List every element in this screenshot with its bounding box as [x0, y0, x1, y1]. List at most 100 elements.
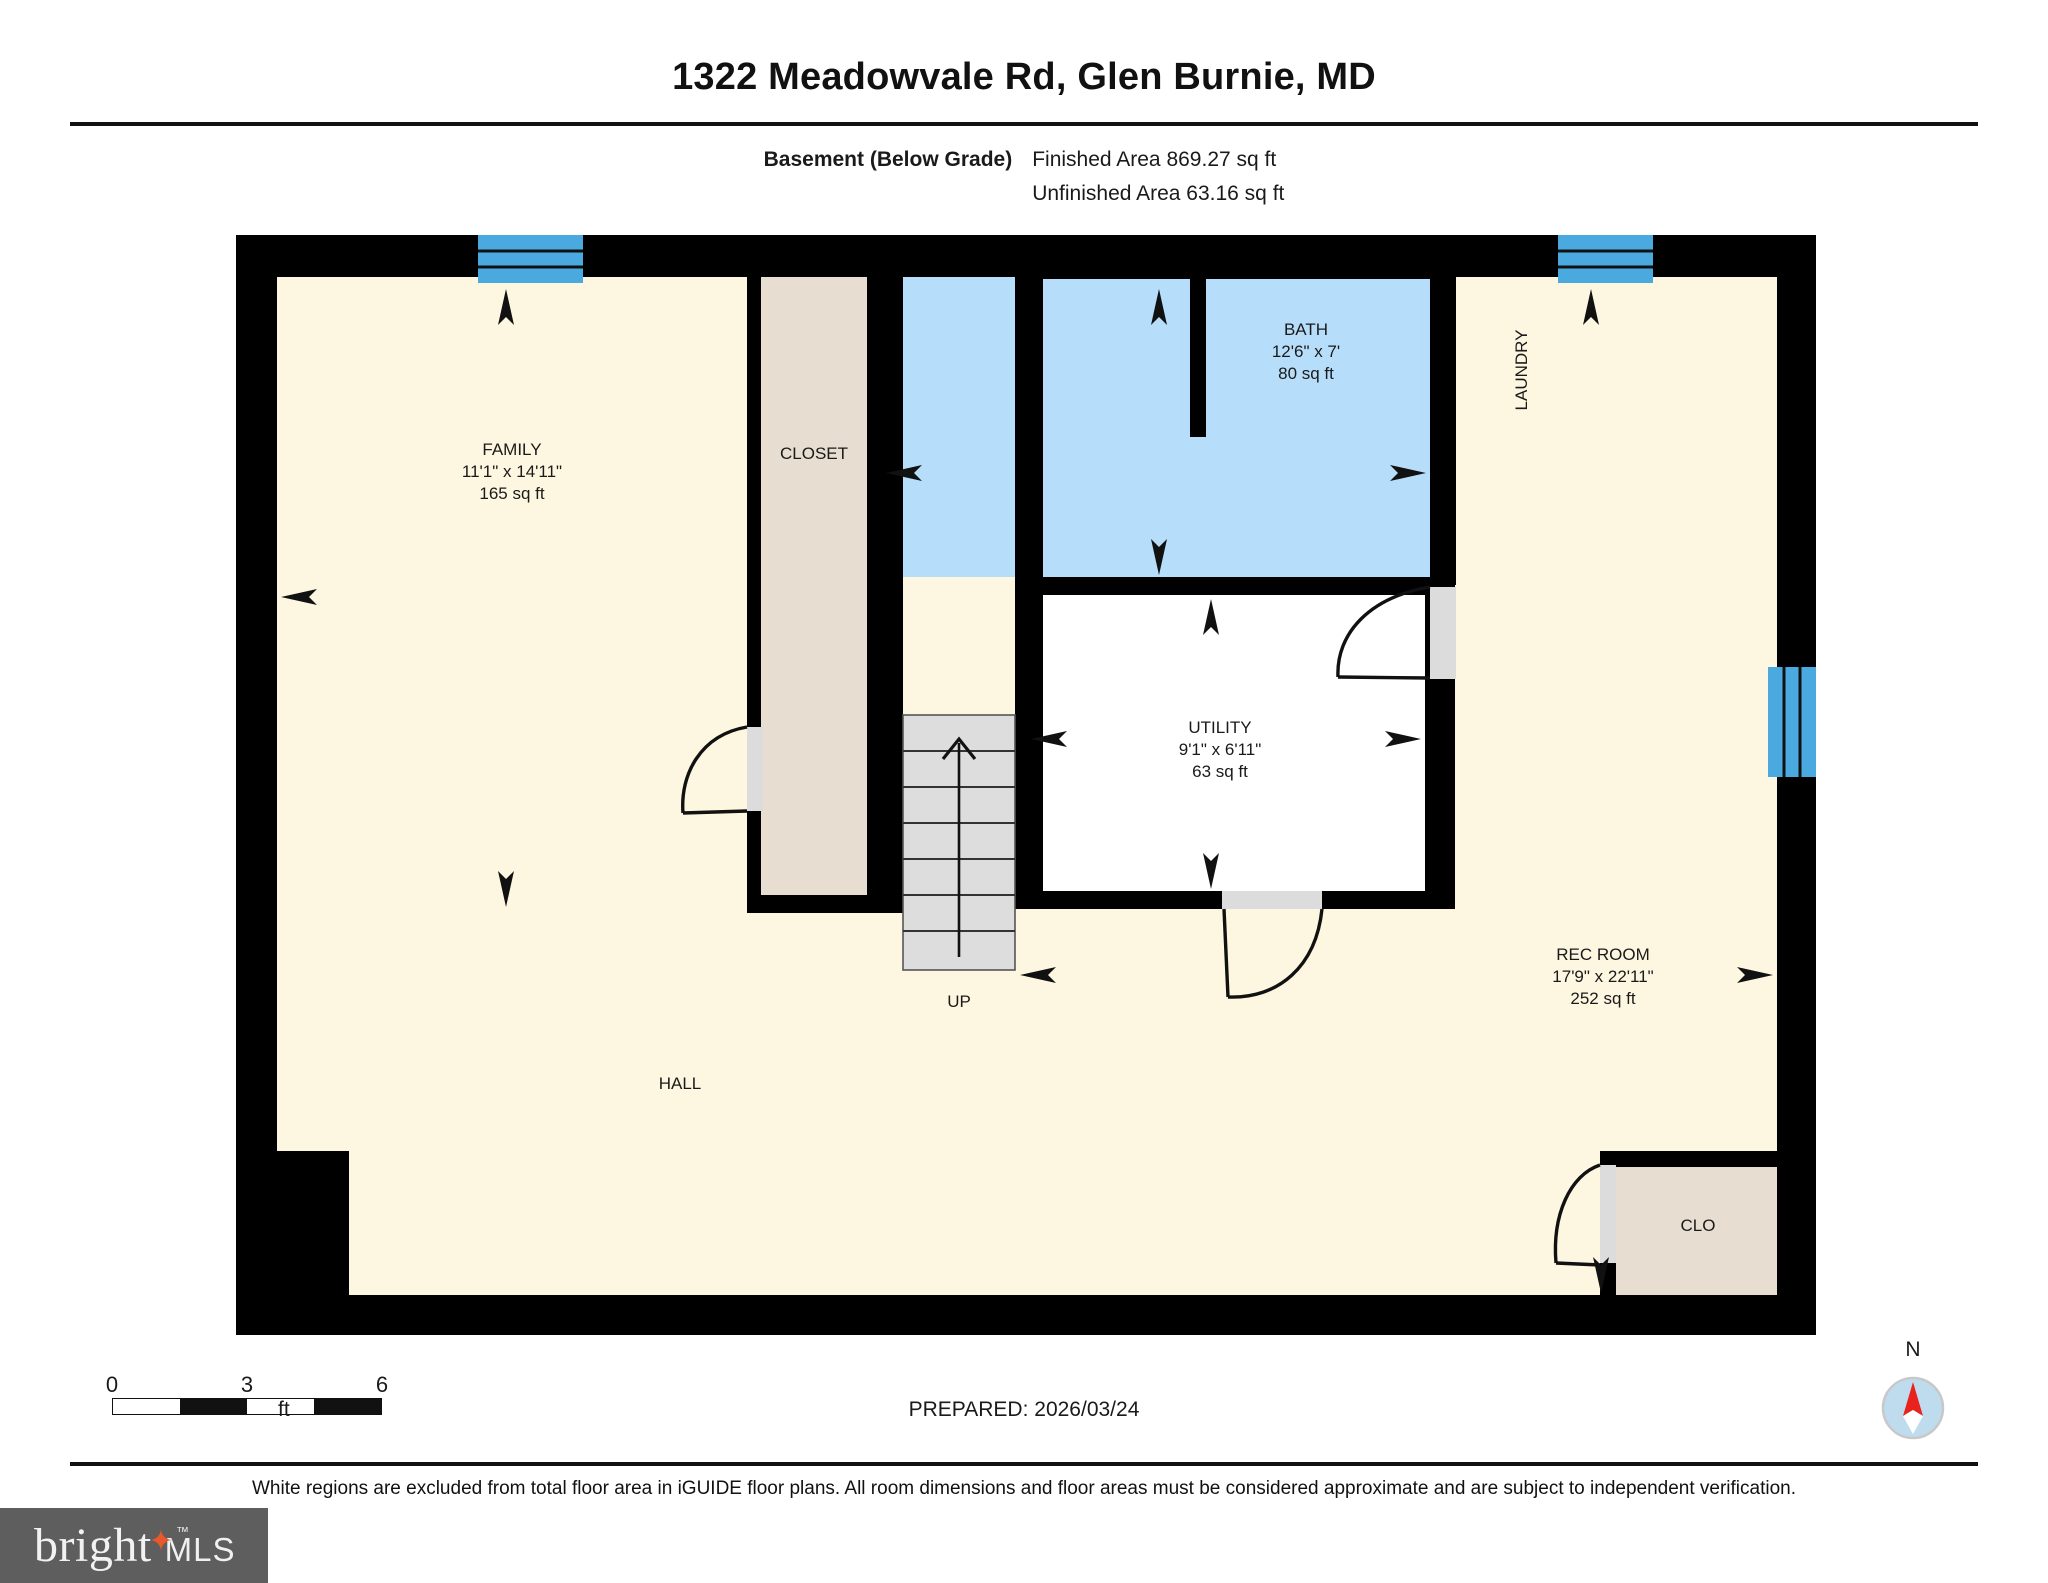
arrow-family-down [498, 871, 514, 907]
wall-bath-topnotch [1027, 245, 1432, 279]
door-clo-leaf [1555, 1261, 1601, 1267]
room-fill-lower-main [347, 909, 1777, 1295]
window-top-right [1558, 235, 1653, 283]
logo-suffix-text: MLS [164, 1530, 236, 1568]
svg-text:80 sq ft: 80 sq ft [1278, 364, 1334, 383]
scale-segment [314, 1399, 381, 1414]
window-top-left [478, 235, 583, 283]
scale-segment [113, 1399, 180, 1414]
room-fill-utility [1040, 593, 1430, 905]
page-title: 1322 Meadowvale Rd, Glen Burnie, MD [672, 56, 1376, 98]
room-label-hall: HALL [659, 1074, 702, 1093]
wall-bath-right [1430, 245, 1456, 585]
arrow-bath-up [1151, 289, 1167, 325]
svg-text:CLOSET: CLOSET [780, 444, 848, 463]
unfinished-area-text: Unfinished Area 63.16 sq ft [1032, 182, 1285, 205]
svg-text:11'1" x 14'11": 11'1" x 14'11" [462, 462, 562, 481]
arrow-bath-left [886, 465, 922, 481]
stair-up-label: UP [947, 992, 971, 1011]
door-clo-swing [1553, 1163, 1601, 1264]
svg-text:HALL: HALL [659, 1074, 702, 1093]
stair-up-arrow [941, 736, 977, 760]
door-utility-swing [1227, 908, 1324, 999]
room-label-family: FAMILY 11'1" x 14'11" 165 sq ft [462, 440, 562, 503]
scale-tick-6: 6 [375, 1372, 389, 1397]
door-bath-opening [1430, 587, 1456, 679]
arrow-laundry-up [1583, 289, 1599, 325]
room-label-closet: CLOSET [780, 444, 848, 463]
compass-icon [1881, 1376, 1945, 1440]
room-label-bath: BATH 12'6" x 7' 80 sq ft [1272, 320, 1340, 383]
scale-tick-0: 0 [105, 1372, 119, 1397]
wall-lower-left-notch-v [277, 1151, 349, 1297]
svg-text:CLO: CLO [1681, 1216, 1716, 1235]
svg-text:63 sq ft: 63 sq ft [1192, 762, 1248, 781]
arrow-rec-left [1020, 967, 1056, 983]
room-fill-bath-ext [900, 277, 1430, 577]
room-label-utility: UTILITY 9'1" x 6'11" 63 sq ft [1179, 718, 1262, 781]
svg-text:9'1" x 6'11": 9'1" x 6'11" [1179, 740, 1262, 759]
room-fill-laundry [1455, 277, 1777, 909]
room-fill-family [277, 277, 747, 909]
header-divider [70, 122, 1978, 126]
door-closet-swing [681, 725, 748, 814]
room-fill-clo [1614, 1165, 1777, 1295]
room-label-recroom: REC ROOM 17'9" x 22'11" 252 sq ft [1552, 945, 1653, 1008]
door-bath-leaf [1337, 675, 1431, 680]
scale-unit-label: ft [278, 1398, 290, 1421]
bath-stub-wall [1190, 277, 1206, 437]
svg-text:12'6" x 7': 12'6" x 7' [1272, 342, 1340, 361]
door-bath-swing [1336, 585, 1431, 678]
extent-arrows [281, 289, 1773, 1293]
arrow-utility-up [1203, 599, 1219, 635]
wall-closet-right [867, 277, 903, 909]
svg-text:UTILITY: UTILITY [1188, 718, 1251, 737]
svg-text:FAMILY: FAMILY [482, 440, 541, 459]
arrow-family-up [498, 289, 514, 325]
wall-family-closet [747, 277, 761, 909]
room-label-laundry: LAUNDRY [1512, 330, 1531, 411]
window-right-side [1768, 667, 1816, 777]
room-fill-closet [755, 277, 873, 909]
wall-bath-bottom [1027, 577, 1443, 595]
compass-north-label: N [1905, 1338, 1921, 1361]
arrow-utility-right [1385, 731, 1421, 747]
level-label: Basement (Below Grade) [763, 148, 1013, 171]
wall-lower-left-notch-h [277, 1151, 349, 1167]
level-summary: Basement (Below Grade) Finished Area 869… [0, 140, 2048, 206]
door-closet-leaf [682, 809, 748, 815]
svg-text:17'9" x 22'11": 17'9" x 22'11" [1552, 967, 1653, 986]
scale-tick-3: 3 [240, 1372, 254, 1397]
scale-segment [247, 1399, 314, 1414]
arrow-utility-left [1031, 731, 1067, 747]
arrow-rec-right [1737, 967, 1773, 983]
svg-text:REC ROOM: REC ROOM [1556, 945, 1650, 964]
finished-area-text: Finished Area 869.27 sq ft [1032, 148, 1277, 171]
clo-wall-top [1600, 1151, 1790, 1167]
arrow-family-left [281, 589, 317, 605]
door-closet-opening [747, 727, 763, 811]
arrow-bath-right [1390, 465, 1426, 481]
footer-divider [70, 1462, 1978, 1466]
scale-bar: 0 3 6 [106, 1372, 388, 1415]
scale-tick-labels: 0 3 6 [106, 1372, 388, 1398]
trademark-icon: ™ [176, 1523, 189, 1539]
arrow-utility-down [1203, 853, 1219, 889]
wall-family-bottom [747, 895, 903, 913]
disclaimer-text: White regions are excluded from total fl… [251, 1478, 1797, 1499]
door-clo-opening [1600, 1165, 1616, 1263]
svg-text:165 sq ft: 165 sq ft [479, 484, 544, 503]
svg-text:LAUNDRY: LAUNDRY [1512, 330, 1531, 411]
arrow-bath-down [1151, 539, 1167, 575]
door-utility-opening [1222, 891, 1322, 909]
scale-track [112, 1398, 382, 1415]
svg-text:252 sq ft: 252 sq ft [1570, 989, 1635, 1008]
arrow-clo-down [1593, 1257, 1609, 1293]
prepared-date: PREPARED: 2026/03/24 [908, 1398, 1140, 1421]
bright-mls-logo: bright ✦ ™ MLS [0, 1508, 268, 1583]
star-icon: ✦ [148, 1524, 174, 1558]
scale-segment [180, 1399, 247, 1414]
svg-text:BATH: BATH [1284, 320, 1328, 339]
logo-brand-text: bright [34, 1518, 152, 1572]
